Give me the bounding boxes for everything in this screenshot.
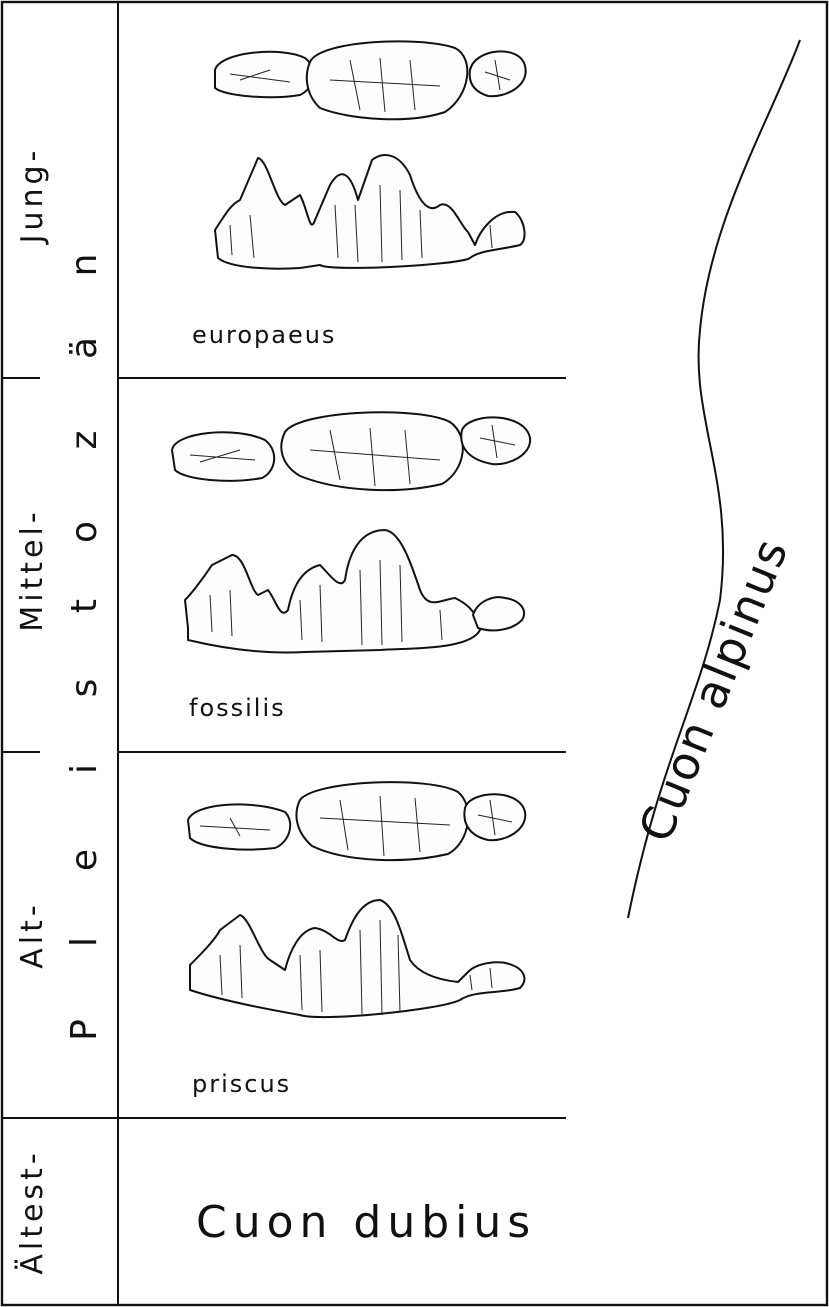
- epoch-letter: e: [64, 849, 105, 871]
- epoch-label: n ä z o t s i e l P: [64, 254, 105, 1041]
- species-label-alpinus: Cuon alpinus: [628, 530, 799, 849]
- period-label-altest: Ältest-: [14, 1149, 50, 1274]
- period-label-mittel: Mittel-: [15, 508, 50, 631]
- epoch-letter: s: [64, 679, 105, 698]
- tooth-lateral-priscus: [190, 900, 524, 1017]
- epoch-letter: i: [64, 764, 105, 774]
- epoch-letter: ä: [64, 337, 105, 359]
- epoch-letter: l: [64, 937, 105, 947]
- species-label-dubius: Cuon dubius: [196, 1197, 536, 1248]
- subspecies-label-fossilis: fossilis: [189, 694, 286, 722]
- epoch-letter: t: [64, 599, 105, 613]
- epoch-letter: z: [64, 431, 105, 450]
- epoch-letter: o: [64, 521, 105, 543]
- period-label-jung: Jung-: [15, 147, 50, 246]
- epoch-letter: P: [64, 1019, 105, 1041]
- subspecies-label-europaeus: europaeus: [192, 321, 336, 349]
- tooth-lateral-fossilis: [185, 530, 524, 653]
- tooth-occlusal-priscus: [188, 782, 525, 860]
- tooth-occlusal-europaeus: [215, 41, 526, 119]
- tooth-lateral-europaeus: [215, 155, 525, 269]
- species-label-alpinus-text: Cuon alpinus: [628, 530, 799, 849]
- epoch-letter: n: [64, 254, 105, 277]
- period-label-alt: Alt-: [15, 901, 50, 968]
- tooth-occlusal-fossilis: [172, 412, 530, 490]
- subspecies-label-priscus: priscus: [192, 1070, 291, 1098]
